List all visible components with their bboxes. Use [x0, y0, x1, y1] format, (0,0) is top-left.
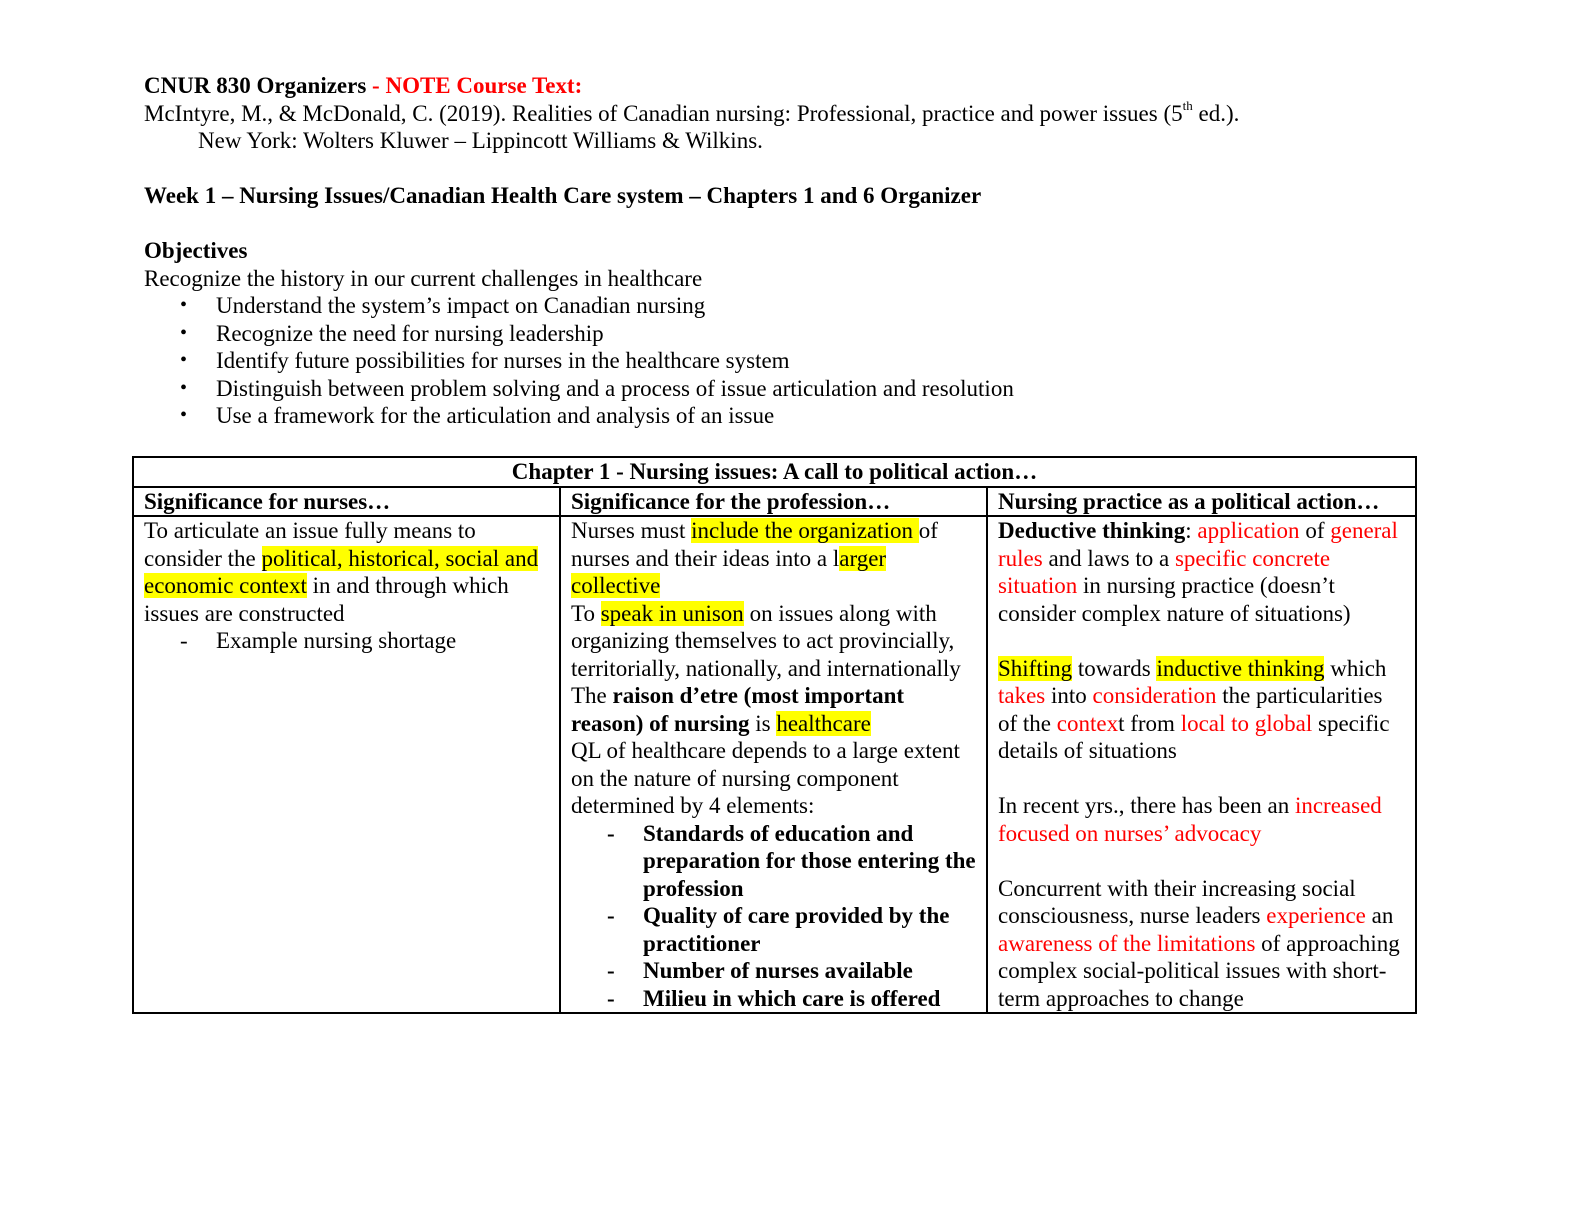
dash-marker: - [607, 985, 615, 1011]
column-header-nurses: Significance for nurses… [132, 485, 561, 517]
column-header-profession: Significance for the profession… [559, 485, 988, 517]
objective-item: • Understand the system’s impact on Canad… [144, 292, 1444, 320]
objective-text: Use a framework for the articulation and… [216, 403, 775, 428]
dash-marker: - [607, 958, 615, 983]
paragraph: Deductive thinking: application of gener… [998, 518, 1398, 626]
citation-publisher: New York: Wolters Kluwer – Lippincott Wi… [198, 128, 763, 153]
course-title-text: CNUR 830 Organizers [144, 73, 367, 98]
bullet-icon: • [180, 349, 188, 371]
bullet-icon: • [180, 321, 188, 344]
highlight: speak in unison [600, 600, 744, 626]
highlight: inductive thinking [1156, 655, 1325, 681]
paragraph: To speak in unison on issues along with … [571, 600, 961, 681]
objectives-list: • Understand the system’s impact on Canad… [144, 292, 1444, 430]
course-text-note: - NOTE Course Text: [366, 73, 583, 98]
citation-superscript: th [1182, 97, 1193, 113]
list-item: -Milieu in which care is offered [607, 985, 941, 1011]
dash-marker: - [607, 903, 615, 928]
objective-text: Distinguish between problem solving and … [216, 375, 1014, 401]
week-heading: Week 1 – Nursing Issues/Canadian Health … [144, 183, 982, 208]
chapter-organizer-table: Chapter 1 - Nursing issues: A call to po… [132, 456, 1417, 1014]
cell-nurses: To articulate an issue fully means to co… [132, 515, 561, 1014]
list-item: -Number of nurses available [607, 958, 913, 983]
list-item: -Example nursing shortage [180, 628, 457, 653]
bullet-icon: • [180, 376, 188, 399]
table-title: Chapter 1 - Nursing issues: A call to po… [132, 456, 1417, 488]
dash-marker: - [607, 820, 615, 846]
paragraph: In recent yrs., there has been an increa… [998, 793, 1382, 846]
paragraph: Shifting towards inductive thinking whic… [998, 655, 1390, 763]
list-item: -Standards of education and preparation … [607, 820, 976, 901]
highlight: healthcare [776, 710, 871, 736]
objective-item: • Use a framework for the articulation an… [144, 402, 1444, 430]
cell-profession: Nurses must include the organization of … [559, 515, 988, 1014]
table-header-row: Significance for nurses… Significance fo… [132, 485, 1417, 517]
objective-text: Recognize the need for nursing leadershi… [216, 320, 604, 346]
paragraph: To articulate an issue fully means to co… [144, 518, 539, 626]
column-header-political-action: Nursing practice as a political action… [986, 485, 1417, 517]
objectives-heading: Objectives [144, 238, 248, 263]
objectives-intro: Recognize the history in our current cha… [144, 265, 703, 291]
paragraph: Concurrent with their increasing social … [998, 875, 1400, 1011]
bullet-icon: • [180, 294, 188, 316]
dash-marker: - [180, 628, 188, 653]
citation-edition: ed.). [1192, 100, 1240, 126]
highlight: include the organization [691, 518, 919, 543]
bullet-icon: • [180, 404, 188, 426]
paragraph: Nurses must include the organization of … [571, 518, 938, 598]
paragraph: The raison d’etre (most important reason… [571, 683, 905, 736]
citation: McIntyre, M., & McDonald, C. (2019). Rea… [144, 97, 1444, 128]
list-item: -Quality of care provided by the practit… [607, 903, 950, 956]
objective-item: • Distinguish between problem solving and… [144, 375, 1444, 403]
objective-text: Understand the system’s impact on Canadi… [216, 293, 706, 318]
document-header: CNUR 830 Organizers - NOTE Course Text: … [144, 72, 1444, 430]
table-row: To articulate an issue fully means to co… [132, 515, 1417, 1014]
paragraph: QL of healthcare depends to a large exte… [571, 738, 960, 818]
highlight: Shifting [998, 655, 1073, 681]
table-title-row: Chapter 1 - Nursing issues: A call to po… [132, 456, 1417, 488]
objective-text: Identify future possibilities for nurses… [216, 348, 790, 373]
cell-political-action: Deductive thinking: application of gener… [986, 515, 1417, 1014]
citation-text: McIntyre, M., & McDonald, C. (2019). Rea… [144, 100, 1183, 126]
course-title: CNUR 830 Organizers - NOTE Course Text: [144, 72, 1444, 100]
objective-item: • Recognize the need for nursing leadersh… [144, 320, 1444, 348]
objective-item: • Identify future possibilities for nurse… [144, 347, 1444, 375]
